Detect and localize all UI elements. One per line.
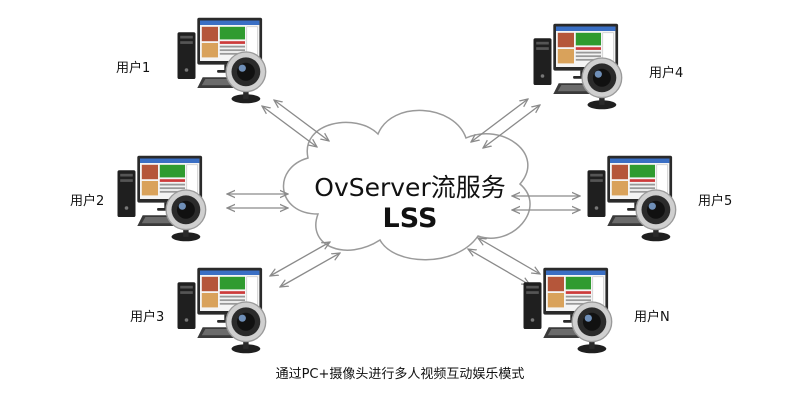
workstation-user-5: [586, 155, 677, 243]
workstation-user-4: [532, 23, 623, 111]
user-label-5: 用户5: [698, 194, 733, 209]
connection-arrows: [227, 99, 580, 287]
user-label-4: 用户4: [649, 66, 684, 81]
server-subtitle: LSS: [382, 203, 438, 234]
workstation-user-n: [522, 267, 613, 355]
diagram-caption: 通过PC+摄像头进行多人视频互动娱乐模式: [275, 367, 525, 382]
user-label-n: 用户N: [634, 310, 670, 325]
user-label-1: 用户1: [116, 61, 151, 76]
workstation-user-2: [116, 155, 207, 243]
server-title: OvServer流服务: [314, 173, 506, 202]
workstation-user-1: [176, 17, 267, 105]
user-label-3: 用户3: [130, 310, 165, 325]
user-label-2: 用户2: [70, 194, 105, 209]
workstation-user-3: [176, 267, 267, 355]
